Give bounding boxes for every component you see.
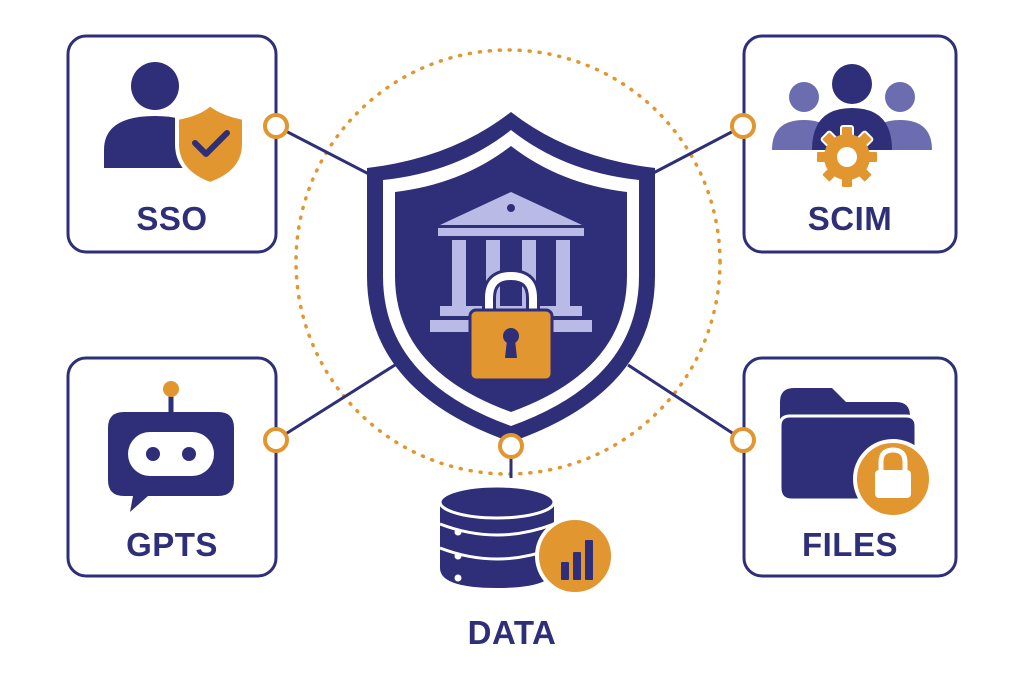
connector-lines bbox=[275, 124, 744, 478]
robot-chat-icon bbox=[108, 381, 234, 512]
users-gear-icon bbox=[772, 64, 932, 189]
scim-label: SCIM bbox=[807, 200, 893, 237]
shield-bank-lock-icon bbox=[367, 112, 655, 442]
gpts-label: GPTS bbox=[126, 526, 218, 563]
dotted-orbit-ring bbox=[294, 48, 722, 476]
user-shield-check-icon bbox=[104, 62, 246, 187]
gpts-card bbox=[66, 356, 278, 578]
sso-card bbox=[66, 34, 278, 254]
folder-lock-icon bbox=[778, 388, 933, 519]
data-label: DATA bbox=[467, 614, 557, 651]
database-chart-icon bbox=[438, 484, 615, 596]
scim-card bbox=[742, 34, 958, 254]
sso-label: SSO bbox=[136, 200, 208, 237]
connector-nodes bbox=[263, 113, 756, 459]
files-label: FILES bbox=[801, 526, 898, 563]
files-card bbox=[742, 356, 958, 578]
